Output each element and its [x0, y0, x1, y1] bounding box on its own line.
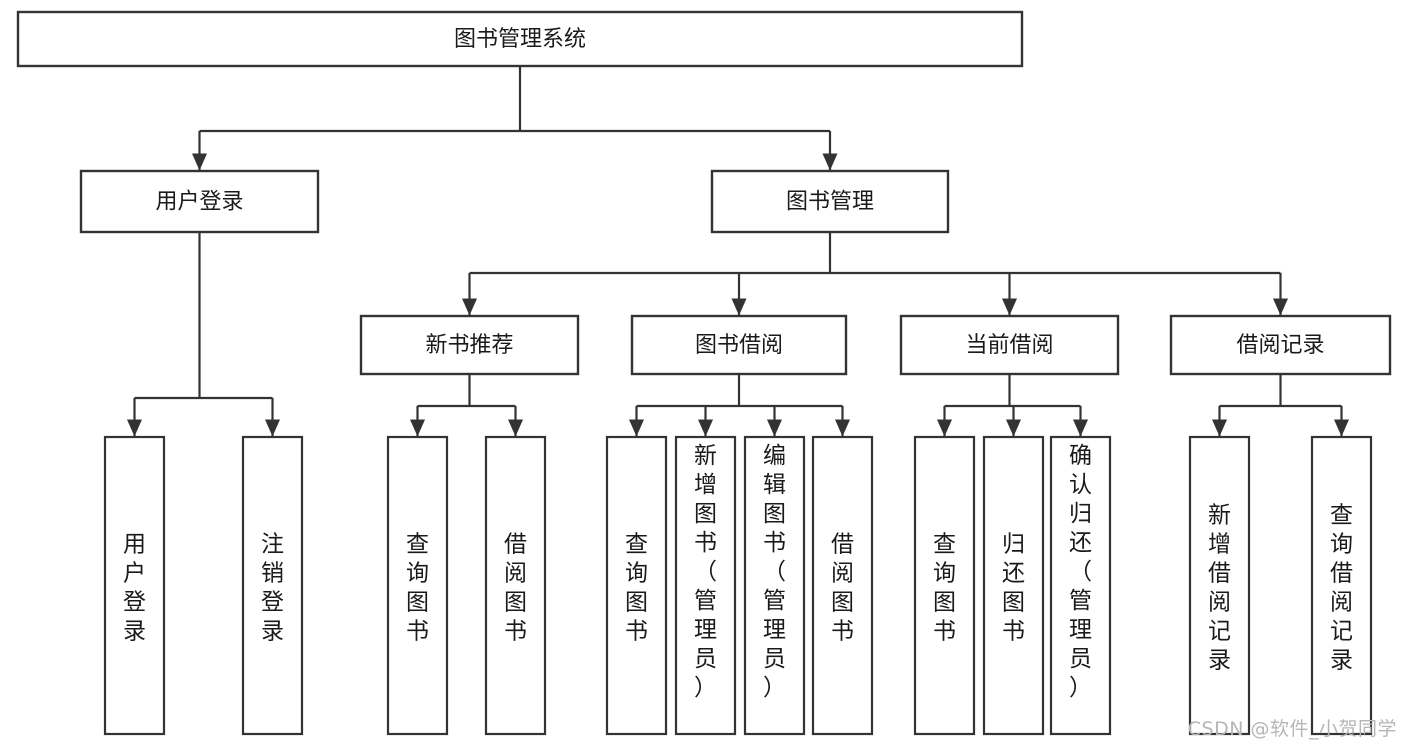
node-book-borrow[interactable]: 图书借阅	[630, 314, 848, 376]
node-box[interactable]	[674, 435, 737, 736]
node-box[interactable]	[79, 169, 320, 234]
node-borrow-record[interactable]: 借阅记录	[1169, 314, 1392, 376]
node-box[interactable]	[1169, 314, 1392, 376]
node-box[interactable]	[16, 10, 1024, 68]
node-user-login[interactable]: 用户登录	[79, 169, 320, 234]
node-label: 借阅图书	[504, 532, 527, 645]
node-label: 图书管理系统	[454, 27, 586, 52]
node-leaf-query-book-1[interactable]: 查询图书	[386, 435, 449, 736]
node-label: 归还图书	[1002, 532, 1025, 645]
arrow-head-icon	[1334, 419, 1349, 437]
arrow-head-icon	[835, 419, 850, 437]
arrow-head-icon	[1212, 419, 1227, 437]
arrow-head-icon	[629, 419, 644, 437]
node-new-book-rec[interactable]: 新书推荐	[359, 314, 580, 376]
node-box[interactable]	[710, 169, 950, 234]
edges-layer	[127, 66, 1349, 437]
edge-group-user-login	[127, 232, 280, 437]
node-leaf-add-record[interactable]: 新增借阅记录	[1188, 435, 1251, 736]
node-label: 查询借阅记录	[1330, 503, 1353, 674]
node-box[interactable]	[630, 314, 848, 376]
node-label: 新增借阅记录	[1208, 503, 1231, 674]
node-box[interactable]	[913, 435, 976, 736]
node-label: 当前借阅	[965, 333, 1053, 358]
arrow-head-icon	[127, 419, 142, 437]
arrow-head-icon	[937, 419, 952, 437]
node-box[interactable]	[1310, 435, 1373, 736]
node-label: 确认归还（管理员）	[1069, 443, 1092, 701]
node-box[interactable]	[811, 435, 874, 736]
node-label: 编辑图书（管理员）	[763, 443, 786, 701]
node-label: 注销登录	[261, 532, 284, 645]
node-box[interactable]	[982, 435, 1045, 736]
node-box[interactable]	[743, 435, 806, 736]
edge-group-book-manage	[462, 232, 1288, 316]
node-label: 用户登录	[123, 532, 146, 645]
node-label: 借阅图书	[831, 532, 854, 645]
node-label: 图书借阅	[695, 333, 783, 358]
node-leaf-edit-book[interactable]: 编辑图书（管理员）	[743, 435, 806, 736]
node-leaf-user-logout[interactable]: 注销登录	[241, 435, 304, 736]
edge-group-book-borrow	[629, 374, 850, 437]
node-label: 查询图书	[625, 532, 648, 645]
node-leaf-query-record[interactable]: 查询借阅记录	[1310, 435, 1373, 736]
arrow-head-icon	[698, 419, 713, 437]
node-current-borrow[interactable]: 当前借阅	[899, 314, 1120, 376]
node-label: 查询图书	[406, 532, 429, 645]
node-box[interactable]	[359, 314, 580, 376]
node-label: 用户登录	[155, 190, 243, 215]
node-leaf-query-book-3[interactable]: 查询图书	[913, 435, 976, 736]
node-box[interactable]	[103, 435, 166, 736]
arrow-head-icon	[462, 298, 477, 316]
watermark-label: CSDN @软件_小贺同学	[1187, 718, 1397, 740]
arrow-head-icon	[1073, 419, 1088, 437]
arrow-head-icon	[731, 298, 747, 316]
arrow-head-icon	[192, 153, 207, 171]
node-book-manage[interactable]: 图书管理	[710, 169, 950, 234]
edge-group-borrow-record	[1212, 374, 1349, 437]
node-root[interactable]: 图书管理系统	[16, 10, 1024, 68]
edge-group-new-book-rec	[410, 374, 523, 437]
node-leaf-add-book[interactable]: 新增图书（管理员）	[674, 435, 737, 736]
node-leaf-borrow-book-1[interactable]: 借阅图书	[484, 435, 547, 736]
arrow-head-icon	[1006, 419, 1021, 437]
arrow-head-icon	[508, 419, 523, 437]
arrow-head-icon	[410, 419, 425, 437]
node-leaf-return-book[interactable]: 归还图书	[982, 435, 1045, 736]
arrow-head-icon	[1002, 298, 1017, 316]
node-leaf-user-login[interactable]: 用户登录	[103, 435, 166, 736]
node-label: 新增图书（管理员）	[694, 443, 717, 701]
node-label: 借阅记录	[1236, 333, 1324, 358]
node-label: 新书推荐	[425, 333, 513, 358]
node-box[interactable]	[899, 314, 1120, 376]
arrow-head-icon	[822, 153, 838, 171]
node-box[interactable]	[605, 435, 668, 736]
node-leaf-borrow-book-2[interactable]: 借阅图书	[811, 435, 874, 736]
edge-group-root	[192, 66, 838, 171]
node-label: 查询图书	[933, 532, 956, 645]
node-box[interactable]	[484, 435, 547, 736]
node-box[interactable]	[386, 435, 449, 736]
node-box[interactable]	[1049, 435, 1112, 736]
arrow-head-icon	[1273, 298, 1288, 316]
node-leaf-query-book-2[interactable]: 查询图书	[605, 435, 668, 736]
nodes-layer: 图书管理系统用户登录图书管理新书推荐图书借阅当前借阅借阅记录用户登录注销登录查询…	[16, 10, 1392, 736]
node-box[interactable]	[1188, 435, 1251, 736]
node-label: 图书管理	[786, 190, 874, 215]
node-box[interactable]	[241, 435, 304, 736]
edge-group-current-borrow	[937, 374, 1088, 437]
arrow-head-icon	[767, 419, 782, 437]
arrow-head-icon	[265, 419, 280, 437]
node-leaf-confirm-return[interactable]: 确认归还（管理员）	[1049, 435, 1112, 736]
